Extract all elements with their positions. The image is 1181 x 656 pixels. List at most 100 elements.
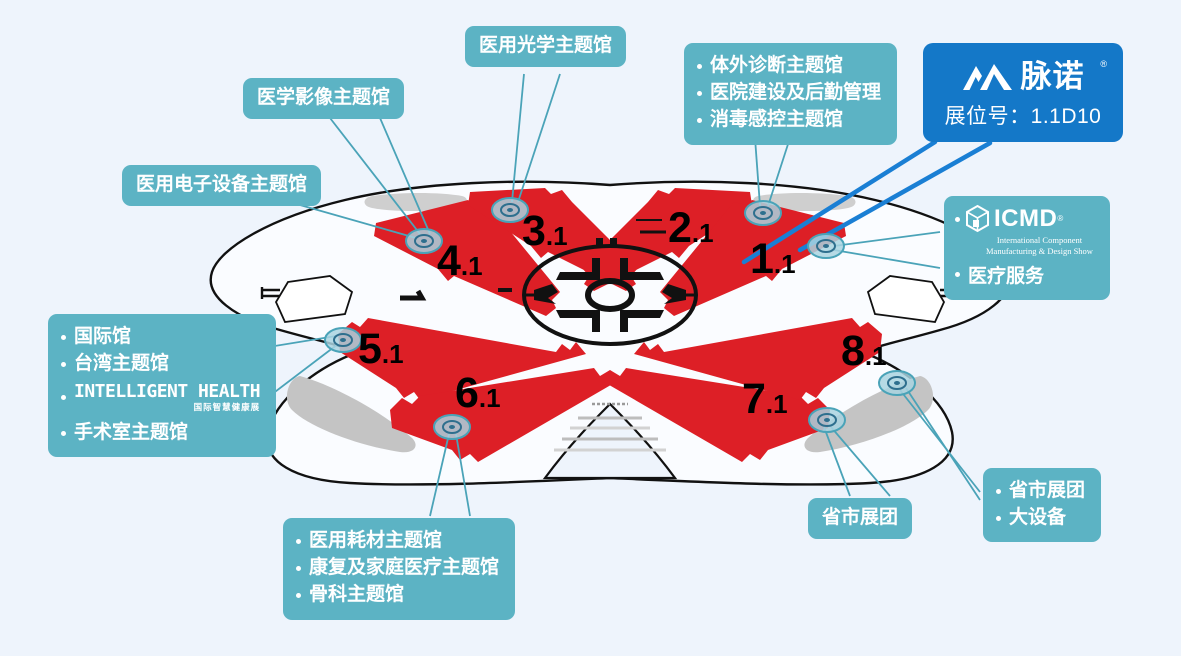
callout-delegation-equipment-group[interactable]: 省市展团大设备: [983, 468, 1102, 543]
icmd-callout[interactable]: ICMD ® International Component Manufactu…: [944, 196, 1110, 300]
callout-list-item: 医院建设及后勤管理: [697, 80, 881, 106]
marker-hall-7: [808, 407, 846, 433]
callout-item-label: 康复及家庭医疗主题馆: [309, 557, 500, 579]
icmd-subtitle-line1: International Component: [996, 235, 1083, 245]
bullet-dot: [996, 515, 1001, 521]
hall-number-suffix: .1: [460, 251, 483, 281]
callout-item-label: 骨科主题馆: [309, 584, 405, 606]
hall-number-2[interactable]: 2.1: [668, 207, 714, 250]
callout-provincial-delegation[interactable]: 省市展团: [808, 498, 913, 540]
callout-diagnostics-group[interactable]: 体外诊断主题馆医院建设及后勤管理消毒感控主题馆: [684, 43, 898, 145]
bullet-dot: [955, 272, 960, 278]
cube-box-icon: [966, 204, 989, 233]
hall-number-value: 1: [750, 235, 774, 283]
hall-block-7[interactable]: [604, 368, 830, 462]
callout-list-item: 骨科主题馆: [296, 582, 499, 608]
callout-list-item: 康复及家庭医疗主题馆: [296, 555, 499, 581]
icmd-service-row: 医疗服务: [955, 261, 1100, 288]
hall-number-7[interactable]: 7.1: [742, 378, 788, 421]
callout-list-item: 大设备: [996, 505, 1085, 531]
hall-number-4[interactable]: 4.1: [437, 240, 483, 283]
bullet-dot: [296, 538, 301, 544]
callout-item-label: 医院建设及后勤管理: [710, 82, 882, 104]
hall-number-value: 6: [455, 369, 479, 417]
hall-number-1[interactable]: 1.1: [750, 238, 796, 281]
marker-hall-1: [807, 233, 845, 259]
bullet-dot: [61, 361, 66, 367]
intelligent-health-sub-text: 国际智慧健康展: [193, 402, 261, 413]
hall-number-3[interactable]: 3.1: [522, 210, 568, 253]
booth-number-label: 展位号：1.1D10: [944, 105, 1102, 128]
bullet-dot: [61, 430, 66, 436]
callout-label: 省市展团: [822, 507, 899, 528]
hall-markers[interactable]: [324, 197, 916, 440]
hall-number-value: 3: [522, 207, 546, 255]
marker-hall-8: [878, 370, 916, 396]
hall-block-5[interactable]: [338, 318, 586, 400]
hall-number-suffix: .1: [478, 383, 501, 413]
icmd-logo-lockup: ICMD ® International Component Manufactu…: [964, 204, 1093, 256]
bullet-dot: [996, 488, 1001, 494]
brand-name: 脉诺: [1020, 58, 1085, 94]
callout-medical-imaging[interactable]: 医学影像主题馆: [243, 78, 405, 120]
callout-item-label: 台湾主题馆: [74, 353, 170, 375]
callout-list-item: 体外诊断主题馆: [697, 53, 881, 79]
bullet-dot: [296, 565, 301, 571]
marker-hall-4: [405, 228, 443, 254]
brand-connector-lines: [741, 139, 993, 265]
callout-item-label: 手术室主题馆: [74, 421, 189, 443]
hall-block-8[interactable]: [634, 318, 882, 400]
callout-list-item: 国际馆: [61, 324, 260, 350]
hall-number-value: 8: [841, 327, 865, 375]
icmd-service-label: 医疗服务: [968, 266, 1045, 288]
icmd-wordmark: ICMD: [994, 204, 1058, 232]
hall-number-6[interactable]: 6.1: [455, 372, 501, 415]
callout-list-item: 消毒感控主题馆: [697, 107, 881, 133]
icmd-registered-mark: ®: [1057, 214, 1064, 223]
marker-hall-6: [433, 414, 471, 440]
marker-hall-2: [744, 200, 782, 226]
hall-number-value: 5: [358, 325, 382, 373]
side-vestibule-left: [260, 275, 354, 323]
icmd-subtitle: International Component Manufacturing & …: [986, 235, 1093, 256]
callout-medical-optics[interactable]: 医用光学主题馆: [465, 26, 627, 68]
bullet-dot: [296, 593, 301, 599]
callout-consumables-group[interactable]: 医用耗材主题馆康复及家庭医疗主题馆骨科主题馆: [283, 518, 516, 620]
hall-number-suffix: .1: [691, 218, 714, 248]
callout-list-item: 省市展团: [996, 478, 1085, 504]
registered-mark: ®: [1100, 59, 1107, 69]
bullet-dot: [697, 90, 702, 96]
callout-item-label: 消毒感控主题馆: [710, 109, 844, 131]
intelligent-health-main-text: INTELLIGENT HEALTH: [74, 381, 261, 403]
hall-number-suffix: .1: [773, 249, 796, 279]
brand-logo-row: 脉诺 ®: [923, 53, 1123, 99]
callout-label: 医学影像主题馆: [257, 87, 391, 108]
mountain-peaks-icon: [962, 64, 1012, 90]
hall-number-8[interactable]: 8.1: [841, 330, 887, 373]
callout-item-label: 大设备: [1009, 507, 1067, 529]
callout-list-item: 手术室主题馆: [61, 420, 260, 446]
hall-number-5[interactable]: 5.1: [358, 328, 404, 371]
callout-label: 医用电子设备主题馆: [136, 174, 308, 195]
main-entrance-steps: [542, 402, 678, 480]
icmd-logo-row: ICMD ® International Component Manufactu…: [955, 204, 1100, 256]
marker-hall-5: [324, 327, 362, 353]
callout-item-label: 省市展团: [1009, 480, 1086, 501]
callout-item-label: 医用耗材主题馆: [309, 530, 443, 551]
icmd-subtitle-line2: Manufacturing & Design Show: [986, 245, 1093, 256]
callout-medical-electronics[interactable]: 医用电子设备主题馆: [122, 165, 322, 207]
brand-booth-card[interactable]: 脉诺 ® 展位号：1.1D10: [923, 43, 1123, 142]
bullet-dot: [61, 395, 66, 401]
central-atrium: [400, 219, 698, 346]
callout-list-item: 医用耗材主题馆: [296, 528, 499, 554]
hall-number-value: 2: [668, 204, 692, 252]
bullet-dot: [697, 63, 702, 69]
marker-hall-3: [491, 197, 529, 223]
callout-item-label: 国际馆: [74, 326, 132, 347]
hall-number-suffix: .1: [864, 341, 887, 371]
callout-item-label: 体外诊断主题馆: [710, 55, 844, 76]
